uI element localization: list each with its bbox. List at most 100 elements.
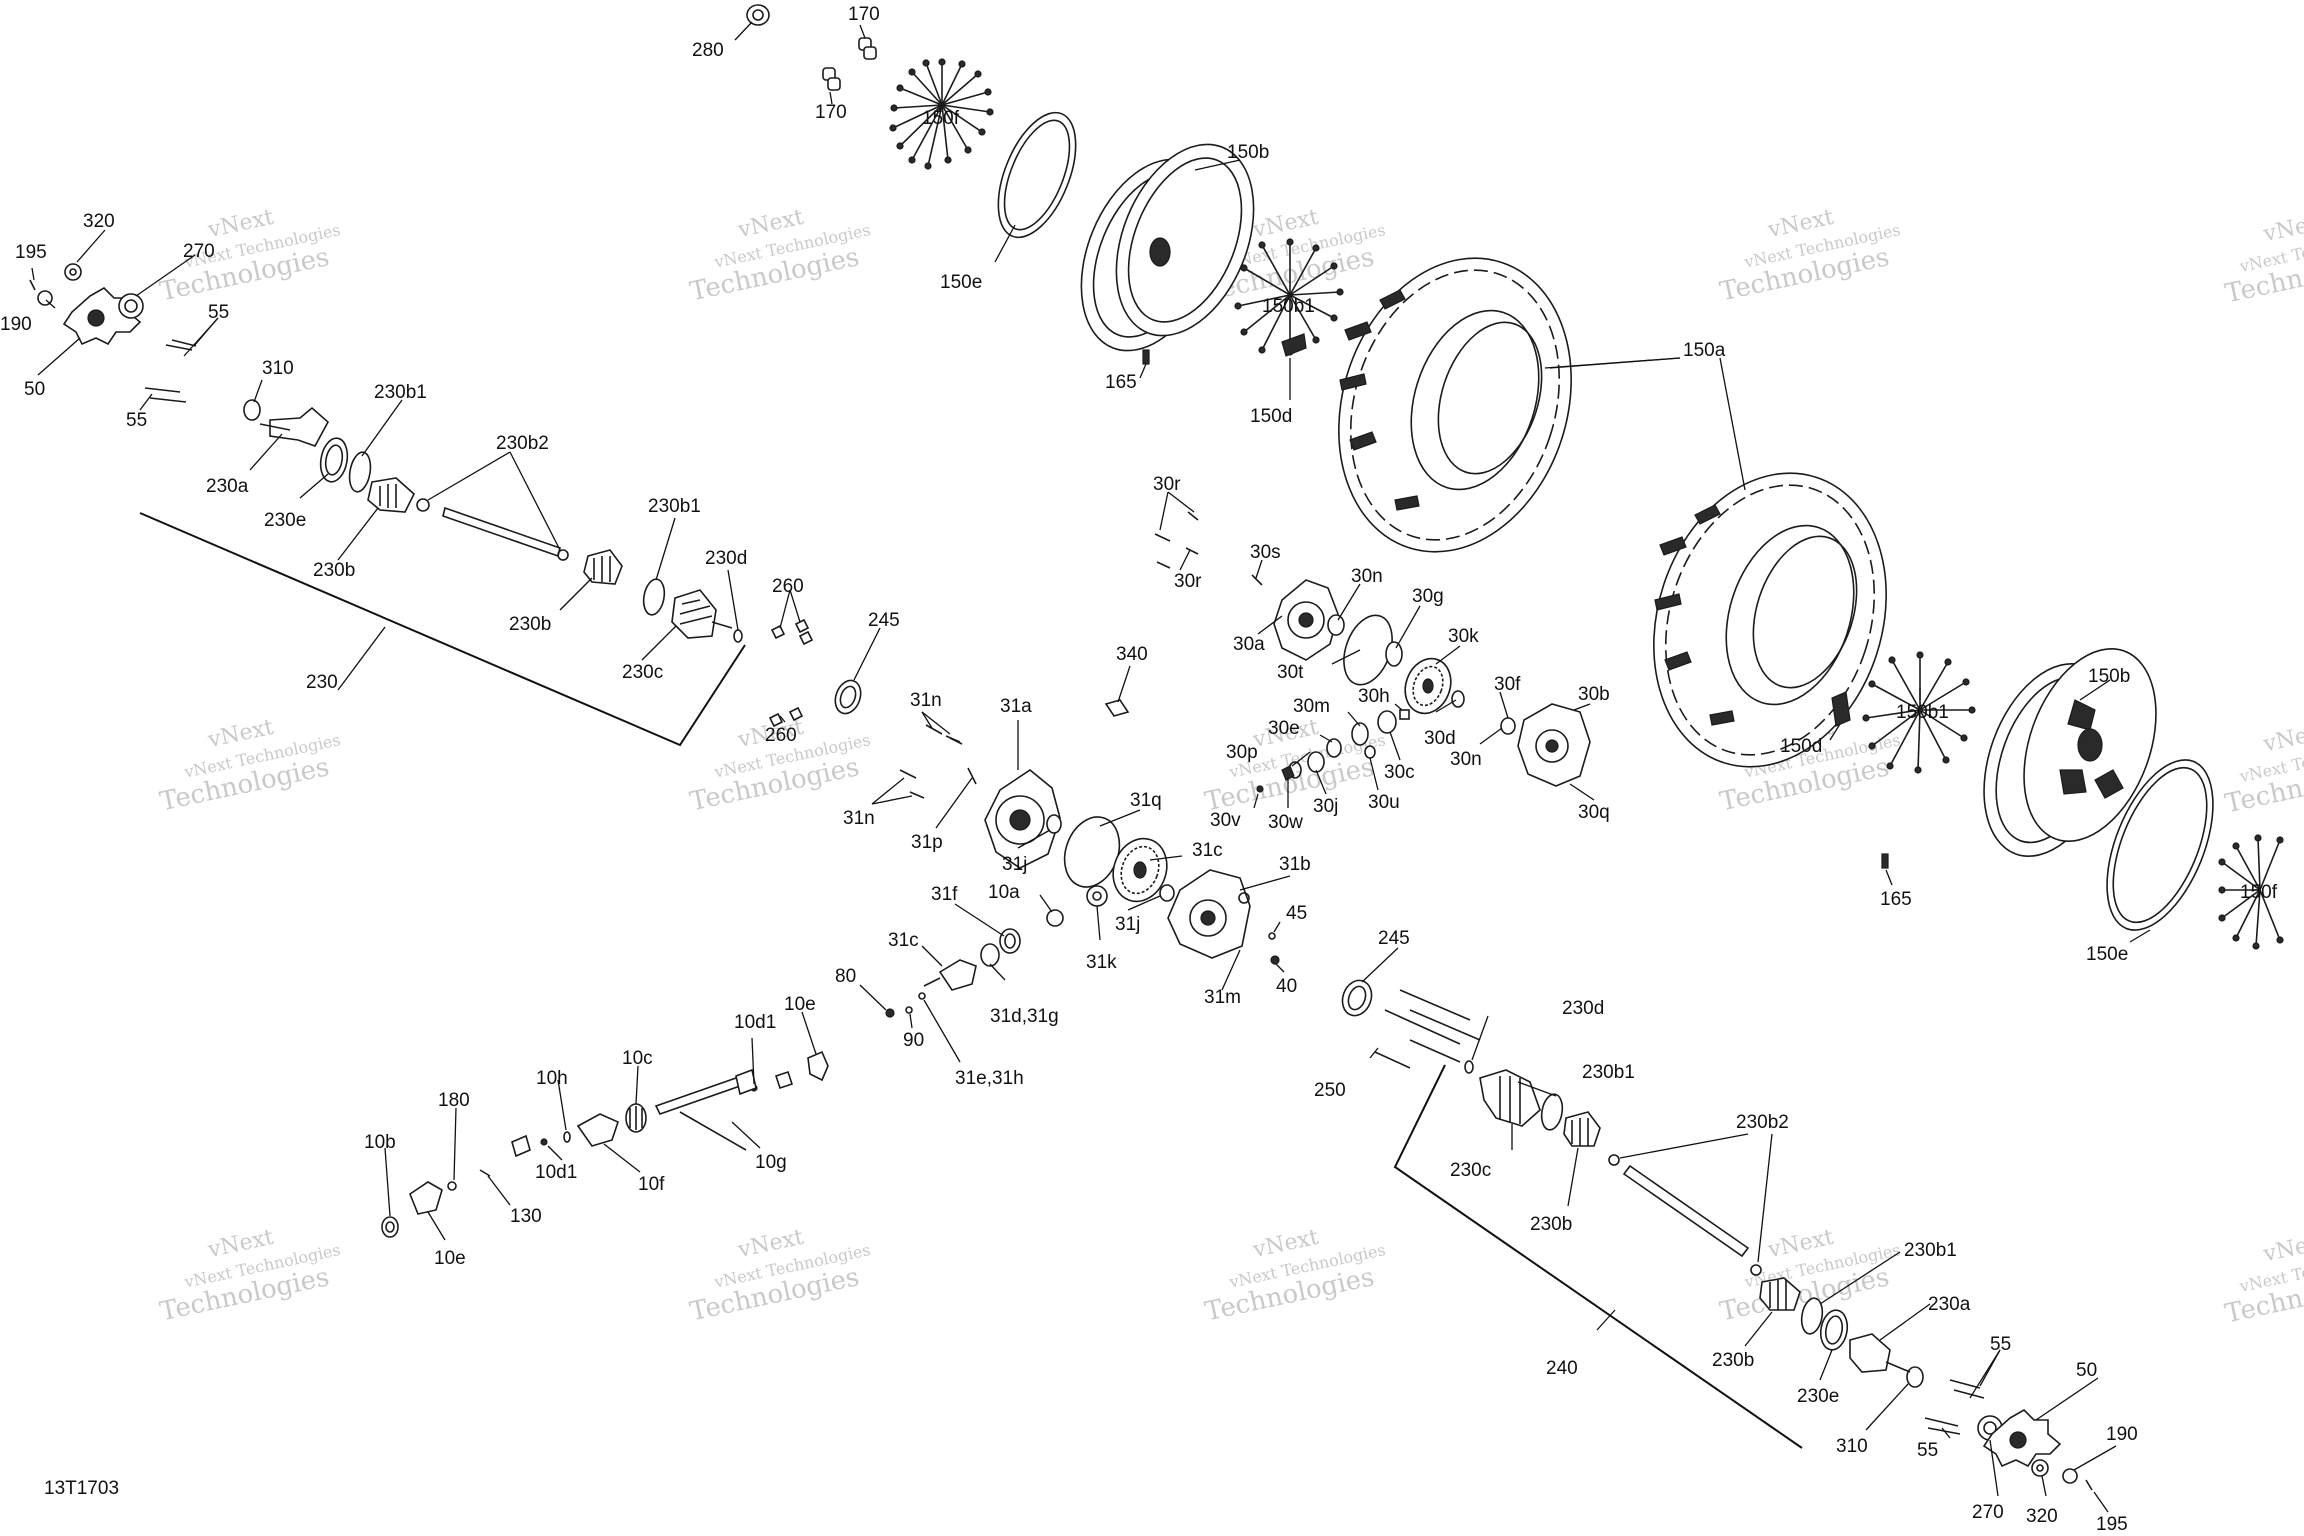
part-150b-rim-right bbox=[1983, 648, 2157, 857]
part-31f-seal bbox=[999, 928, 1021, 954]
part-230b1-clamp-left bbox=[348, 451, 372, 493]
label-320: 320 bbox=[2026, 1506, 2058, 1527]
label-55: 55 bbox=[126, 410, 147, 431]
part-320-washer-right bbox=[2031, 1459, 2049, 1477]
part-230e-ring-right bbox=[1819, 1309, 1849, 1351]
part-150a-tire-top bbox=[1338, 257, 1572, 553]
label-150d: 150d bbox=[1780, 736, 1822, 757]
part-150f-bolts-right bbox=[2218, 834, 2284, 950]
label-30n: 30n bbox=[1450, 749, 1482, 770]
label-230b: 230b bbox=[1712, 1350, 1754, 1371]
watermark: vNext vNext Technologies Technologies bbox=[2223, 719, 2304, 819]
label-260: 260 bbox=[772, 576, 804, 597]
label-150e: 150e bbox=[2086, 944, 2128, 965]
watermark: vNext vNext Technologies Technologies bbox=[2223, 209, 2304, 309]
part-230b-boot-left bbox=[367, 477, 415, 513]
part-245-seal-right bbox=[1341, 979, 1373, 1017]
part-31e-31h-ring bbox=[918, 992, 926, 1000]
left-driveshaft-assembly bbox=[29, 263, 862, 728]
part-10e-yoke-bottom bbox=[409, 1181, 443, 1215]
label-10e: 10e bbox=[784, 994, 816, 1015]
part-245-seal-left bbox=[834, 679, 862, 715]
watermark: vNext vNext Technologies Technologies bbox=[157, 1225, 342, 1328]
part-10e-yoke-top bbox=[807, 1050, 829, 1082]
label-245: 245 bbox=[868, 610, 900, 631]
part-10g-shaft bbox=[654, 1068, 757, 1151]
label-31e-31h: 31e,31h bbox=[955, 1068, 1024, 1089]
part-320-washer bbox=[64, 263, 82, 281]
label-30a: 30a bbox=[1233, 634, 1265, 655]
label-150b1: 150b1 bbox=[1262, 296, 1315, 317]
part-50-hub-right bbox=[1982, 1409, 2062, 1468]
part-230c-cv-inner-right bbox=[1479, 1069, 1541, 1127]
label-90: 90 bbox=[903, 1030, 924, 1051]
label-30p: 30p bbox=[1226, 742, 1258, 763]
part-31c-ring-gear bbox=[1112, 837, 1168, 903]
label-340: 340 bbox=[1116, 644, 1148, 665]
watermark: vNext vNext Technologies Technologies bbox=[1717, 1225, 1902, 1328]
label-195: 195 bbox=[2096, 1514, 2128, 1535]
label-150f: 150f bbox=[922, 108, 960, 129]
label-30f: 30f bbox=[1494, 674, 1521, 695]
right-driveshaft-assembly bbox=[1341, 979, 2093, 1491]
part-165-valve-right bbox=[1881, 853, 1889, 869]
watermark: vNext vNext Technologies Technologies bbox=[687, 205, 872, 308]
label-190: 190 bbox=[0, 314, 32, 335]
part-30j-part bbox=[1307, 751, 1325, 773]
label-30r: 30r bbox=[1153, 474, 1181, 495]
part-195-cotter bbox=[29, 279, 36, 291]
label-270: 270 bbox=[183, 241, 215, 262]
part-10c-spline bbox=[625, 1103, 647, 1133]
label-55: 55 bbox=[208, 302, 229, 323]
label-31f: 31f bbox=[931, 884, 958, 905]
part-shaft-right bbox=[1622, 1164, 1750, 1258]
part-195-cotter-right bbox=[2085, 1479, 2093, 1491]
part-30a-cover bbox=[1273, 579, 1339, 661]
part-230b2-clamp-small-right bbox=[1608, 1154, 1620, 1166]
label-150b: 150b bbox=[1227, 142, 1269, 163]
label-30d: 30d bbox=[1424, 728, 1456, 749]
label-230d: 230d bbox=[705, 548, 747, 569]
watermark: vNext vNext Technologies Technologies bbox=[157, 205, 342, 308]
part-30g-ring bbox=[1385, 641, 1403, 667]
part-30v-part bbox=[1256, 785, 1264, 793]
label-310: 310 bbox=[262, 358, 294, 379]
label-170: 170 bbox=[848, 4, 880, 25]
part-230c-cv-inner bbox=[671, 589, 733, 639]
part-40-part bbox=[1270, 955, 1280, 965]
part-31p-pin bbox=[967, 767, 977, 785]
label-165: 165 bbox=[1105, 372, 1137, 393]
label-31a: 31a bbox=[1000, 696, 1032, 717]
label-80: 80 bbox=[835, 966, 856, 987]
label-230: 230 bbox=[306, 672, 338, 693]
part-170-nuts bbox=[822, 37, 877, 91]
rear-differential bbox=[1154, 511, 1591, 793]
watermark: vNext vNext Technologies Technologies bbox=[1202, 1225, 1387, 1328]
part-150d-label-right bbox=[1831, 691, 1851, 727]
label-320: 320 bbox=[83, 211, 115, 232]
watermark: vNext vNext Technologies Technologies bbox=[1717, 205, 1902, 308]
top-wheel-assembly bbox=[746, 4, 1887, 768]
part-10h-ring bbox=[563, 1131, 571, 1143]
label-10h: 10h bbox=[536, 1068, 568, 1089]
label-10c: 10c bbox=[622, 1048, 653, 1069]
part-150e-ring-right bbox=[2106, 759, 2214, 931]
part-30w-part bbox=[1281, 765, 1295, 781]
label-150f: 150f bbox=[2240, 882, 2278, 903]
part-55-bolts-left bbox=[144, 339, 197, 403]
part-45-part bbox=[1268, 932, 1276, 940]
part-30r-bolts bbox=[1154, 511, 1199, 569]
front-differential bbox=[885, 699, 1280, 1018]
part-150b-rim-top bbox=[1080, 143, 1255, 352]
part-150d-label-top bbox=[1281, 333, 1307, 357]
label-230e: 230e bbox=[264, 510, 306, 531]
label-55: 55 bbox=[1990, 1334, 2011, 1355]
label-150d: 150d bbox=[1250, 406, 1292, 427]
part-31n-bolts bbox=[899, 724, 963, 799]
label-310: 310 bbox=[1836, 1436, 1868, 1457]
label-230b1: 230b1 bbox=[1904, 1240, 1957, 1261]
part-31k-ring bbox=[1086, 885, 1108, 907]
label-245: 245 bbox=[1378, 928, 1410, 949]
label-30b: 30b bbox=[1578, 684, 1610, 705]
